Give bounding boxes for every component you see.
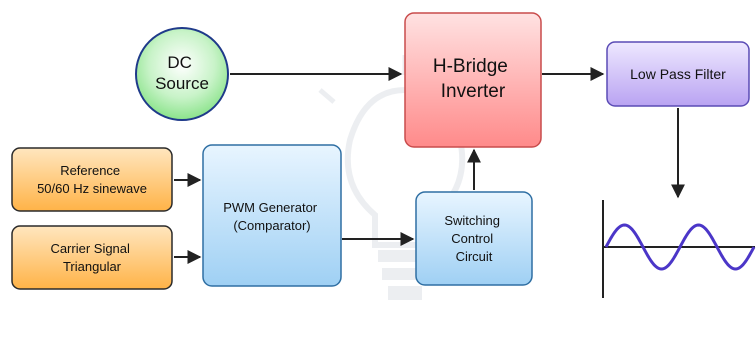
reference-label-line1: Reference [60, 163, 120, 178]
carrier-box [11, 225, 173, 290]
node-carrier-signal: Carrier Signal Triangular [11, 225, 173, 290]
reference-box [11, 147, 173, 212]
node-dc-source: DC Source [135, 27, 229, 121]
node-h-bridge-inverter: H-Bridge Inverter [404, 12, 542, 148]
h-bridge-box [404, 12, 542, 148]
carrier-label-line1: Carrier Signal [50, 241, 130, 256]
switching-control-label-line3: Circuit [456, 249, 493, 264]
switching-control-box [415, 191, 533, 286]
svg-text:Carrier Signal Triangula: Carrier Signal Triangular [50, 241, 133, 274]
low-pass-filter-box [606, 41, 750, 107]
pwm-generator-label-line1: PWM Generator [223, 200, 318, 215]
svg-text:Reference 50/60 Hz sinew: Reference 50/60 Hz sinewave [37, 163, 147, 196]
svg-text:Low Pass Filter: Low Pass Filter [630, 66, 726, 82]
carrier-label-line2: Triangular [63, 259, 122, 274]
low-pass-filter-label: Low Pass Filter [630, 66, 726, 82]
h-bridge-label-line1: H-Bridge [433, 56, 508, 77]
svg-text:PWM Generator (Comparato: PWM Generator (Comparator) [223, 200, 321, 233]
svg-text:DC Source: DC Source [155, 53, 209, 93]
dc-source-circle [135, 27, 229, 121]
node-reference-sinewave: Reference 50/60 Hz sinewave [11, 147, 173, 212]
connectors [174, 67, 685, 264]
switching-control-label-line1: Switching [444, 213, 500, 228]
output-sine-waveform [602, 200, 756, 298]
svg-text:H-Bridge Inverter: H-Bridge Inverter [433, 56, 513, 102]
reference-label-line2: 50/60 Hz sinewave [37, 181, 147, 196]
pwm-generator-box [202, 144, 342, 287]
node-low-pass-filter: Low Pass Filter [606, 41, 750, 107]
pwm-generator-label-line2: (Comparator) [233, 218, 310, 233]
h-bridge-label-line2: Inverter [441, 81, 506, 102]
svg-text:Switching Control: Switching Control Circuit [444, 213, 503, 264]
switching-control-label-line2: Control [451, 231, 493, 246]
node-switching-control-circuit: Switching Control Circuit [415, 191, 533, 286]
node-pwm-generator: PWM Generator (Comparator) [202, 144, 342, 287]
dc-source-label-line2: Source [155, 74, 209, 93]
dc-source-label-line1: DC [167, 53, 192, 72]
sine-wave [604, 223, 756, 271]
